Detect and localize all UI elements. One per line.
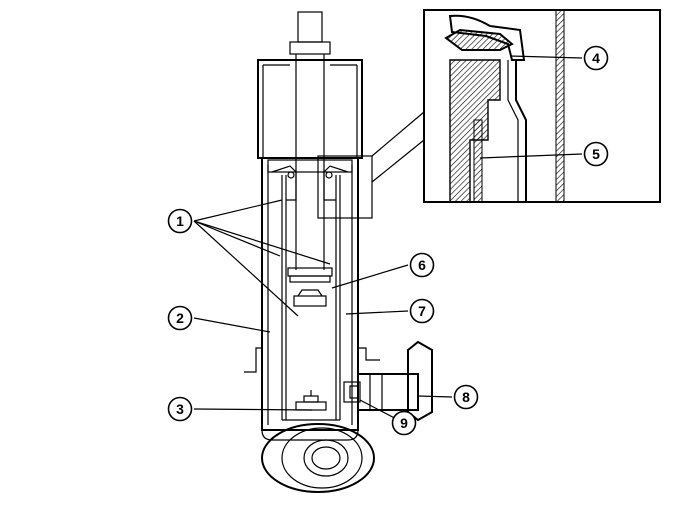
piston bbox=[287, 267, 333, 307]
callout-8-label: 8 bbox=[462, 389, 470, 405]
callout-7: 7 bbox=[409, 298, 435, 324]
callout-4-label: 4 bbox=[592, 50, 600, 66]
dust-cover bbox=[257, 59, 363, 159]
callout-2-label: 2 bbox=[176, 310, 184, 326]
callout-3-label: 3 bbox=[176, 401, 184, 417]
leader-lines bbox=[193, 55, 583, 424]
outer-tube bbox=[261, 158, 359, 441]
bottom-mount-eye bbox=[261, 423, 375, 493]
callout-4: 4 bbox=[583, 45, 609, 71]
callout-9-label: 9 bbox=[400, 415, 408, 431]
pressure-tube bbox=[281, 175, 341, 421]
rod-guide bbox=[271, 165, 349, 201]
base-valve bbox=[295, 390, 327, 411]
callout-5: 5 bbox=[583, 141, 609, 167]
callout-6-label: 6 bbox=[418, 257, 426, 273]
callout-5-label: 5 bbox=[592, 146, 600, 162]
callout-1-label: 1 bbox=[176, 213, 184, 229]
detail-marker-box bbox=[317, 155, 373, 219]
side-bracket bbox=[244, 347, 380, 373]
piston-rod bbox=[289, 11, 331, 270]
callout-1: 1 bbox=[167, 208, 193, 234]
callout-8: 8 bbox=[453, 384, 479, 410]
callout-6: 6 bbox=[409, 252, 435, 278]
callout-2: 2 bbox=[167, 305, 193, 331]
callout-7-label: 7 bbox=[418, 303, 426, 319]
seal-detail-inset bbox=[423, 9, 661, 203]
damping-valve-unit bbox=[343, 340, 433, 422]
callout-9: 9 bbox=[391, 410, 417, 436]
callout-3: 3 bbox=[167, 396, 193, 422]
